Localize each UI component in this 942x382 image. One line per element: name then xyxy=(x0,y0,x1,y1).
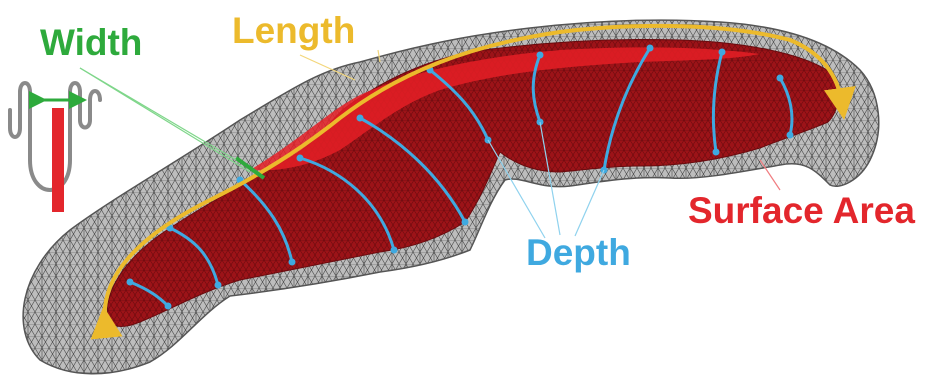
sulcus-cross-section-icon xyxy=(10,83,100,212)
surface-area-label: Surface Area xyxy=(688,192,915,229)
width-leader-lines xyxy=(80,68,250,172)
width-label: Width xyxy=(40,24,142,61)
depth-label: Depth xyxy=(526,234,631,271)
length-label: Length xyxy=(232,12,355,49)
